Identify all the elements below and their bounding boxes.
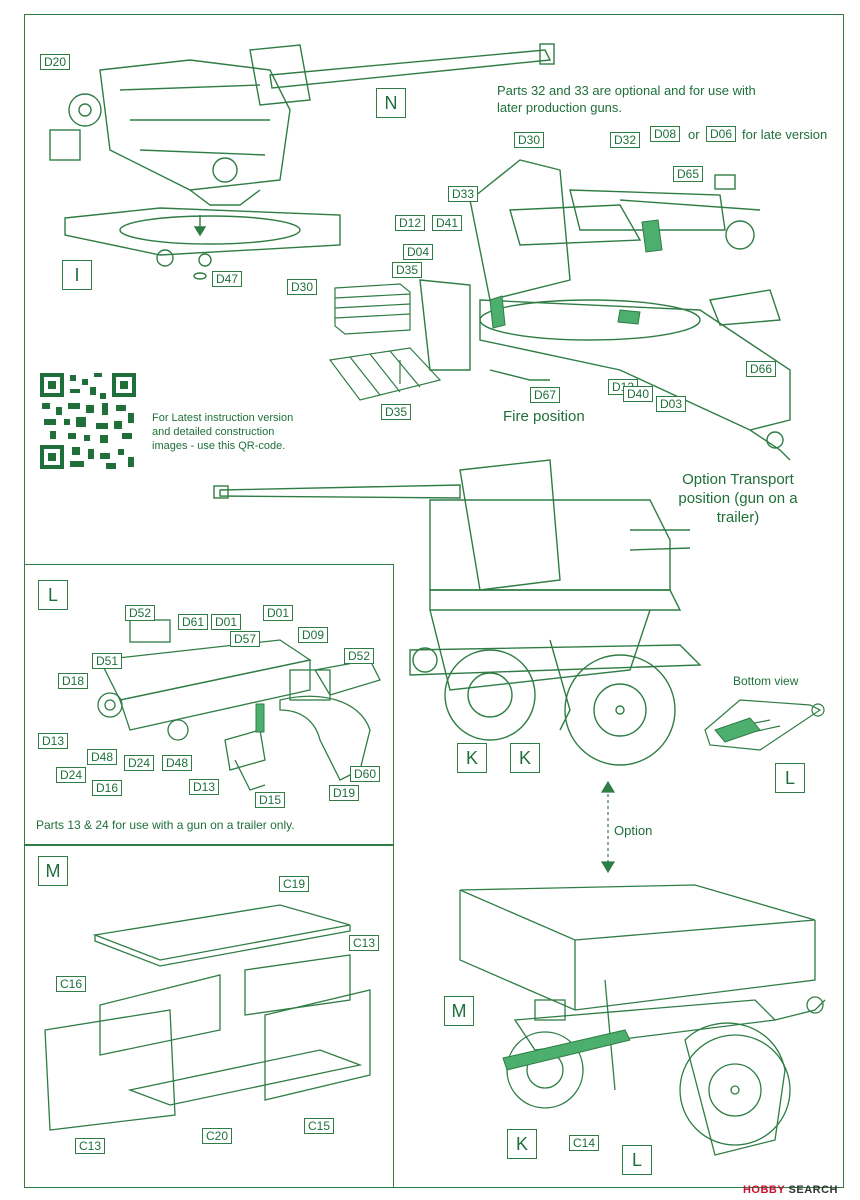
qr-code-icon — [40, 373, 136, 469]
part-d09: D09 — [298, 627, 329, 643]
part-d47: D47 — [212, 271, 243, 287]
part-d15: D15 — [255, 792, 286, 808]
part-d48-left: D48 — [87, 749, 118, 765]
part-d16: D16 — [92, 780, 123, 796]
ammo-stack-illustration — [334, 283, 411, 335]
part-d48-mid: D48 — [162, 755, 193, 771]
step-label-m-assembly: M — [444, 996, 474, 1026]
qr-code-note: For Latest instruction version and detai… — [152, 412, 294, 452]
option-transport-caption: Option Transport position (gun on a trai… — [678, 471, 798, 526]
part-d30-top: D30 — [514, 132, 545, 148]
part-c19: C19 — [279, 876, 310, 892]
part-d57: D57 — [230, 631, 261, 647]
part-d12-upper: D12 — [395, 215, 426, 231]
or-text: or — [688, 127, 700, 142]
late-version-text: for late version — [742, 127, 828, 142]
part-c14: C14 — [569, 1135, 600, 1151]
ammo-rack-illustration — [328, 347, 442, 401]
part-c13-bottom: C13 — [75, 1138, 106, 1154]
parts-13-24-note: Parts 13 & 24 for use with a gun on a tr… — [36, 818, 295, 832]
optional-parts-note: Parts 32 and 33 are optional and for use… — [497, 83, 756, 115]
part-d52-left: D52 — [125, 605, 156, 621]
watermark-brand: HOBBY — [742, 1184, 785, 1196]
part-d03: D03 — [656, 396, 687, 412]
option-caption: Option — [614, 823, 653, 838]
gun-top-illustration — [49, 43, 555, 280]
part-d35-upper: D35 — [392, 262, 423, 278]
part-d65: D65 — [673, 166, 704, 182]
bottom-view-caption: Bottom view — [733, 674, 799, 688]
part-d33: D33 — [448, 186, 479, 202]
part-d61: D61 — [178, 614, 209, 630]
part-d08: D08 — [650, 126, 681, 142]
part-d66: D66 — [746, 361, 777, 377]
step-label-k-right: K — [510, 743, 540, 773]
part-d06: D06 — [706, 126, 737, 142]
part-d30-left: D30 — [287, 279, 318, 295]
hobbysearch-watermark: HOBBY SEARCH — [743, 1184, 838, 1196]
section-m-box — [24, 844, 394, 1188]
part-d40: D40 — [623, 386, 654, 402]
part-c13-top: C13 — [349, 935, 380, 951]
gun-fire-position-illustration — [419, 159, 791, 461]
bottom-view-illustration — [704, 699, 825, 751]
part-d35-lower: D35 — [381, 404, 412, 420]
step-label-l-assembly: L — [622, 1145, 652, 1175]
step-label-k-assembly: K — [507, 1129, 537, 1159]
part-d24-left: D24 — [56, 767, 87, 783]
part-d32: D32 — [610, 132, 641, 148]
part-d18: D18 — [58, 673, 89, 689]
part-d01-left: D01 — [211, 614, 242, 630]
trailer-chassis-illustration — [97, 619, 381, 791]
watermark-rest: SEARCH — [788, 1184, 838, 1196]
section-l-box — [24, 564, 394, 846]
part-d20: D20 — [40, 54, 71, 70]
part-d13-right: D13 — [189, 779, 220, 795]
part-d01-right: D01 — [263, 605, 294, 621]
part-d04: D04 — [403, 244, 434, 260]
part-d67: D67 — [530, 387, 561, 403]
step-label-i: I — [62, 260, 92, 290]
part-d41: D41 — [432, 215, 463, 231]
part-d24-mid: D24 — [124, 755, 155, 771]
step-label-m: M — [38, 856, 68, 886]
part-c16: C16 — [56, 976, 87, 992]
step-label-l: L — [38, 580, 68, 610]
step-label-k-left: K — [457, 743, 487, 773]
part-d13-left: D13 — [38, 733, 69, 749]
part-d60: D60 — [350, 766, 381, 782]
crate-exploded-illustration — [44, 904, 371, 1131]
part-d51: D51 — [92, 653, 123, 669]
trailer-with-crate-illustration — [459, 884, 826, 1156]
part-c15: C15 — [304, 1118, 335, 1134]
part-d52-right: D52 — [344, 648, 375, 664]
part-d19: D19 — [329, 785, 360, 801]
option-double-arrow — [600, 780, 616, 874]
fire-position-caption: Fire position — [503, 408, 585, 425]
part-c20: C20 — [202, 1128, 233, 1144]
step-label-n: N — [376, 88, 406, 118]
gun-transport-illustration — [213, 459, 702, 766]
step-label-l-bottom-view: L — [775, 763, 805, 793]
